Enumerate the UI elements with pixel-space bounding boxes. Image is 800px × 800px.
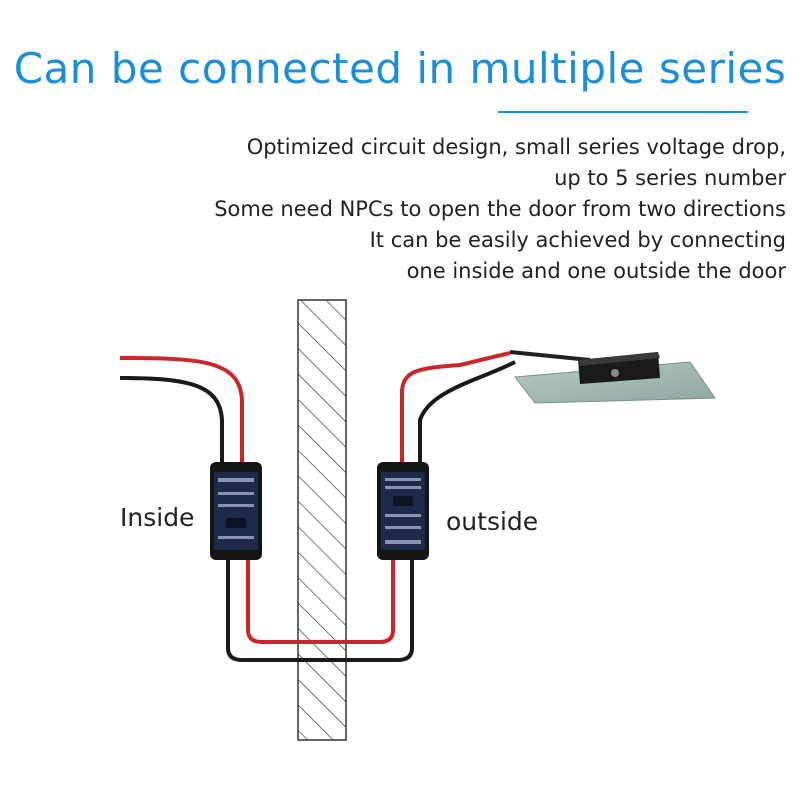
description-line: Optimized circuit design, small series v…	[246, 135, 786, 159]
outside-label: outside	[446, 507, 539, 536]
description-block: Optimized circuit design, small series v…	[214, 132, 786, 287]
description-line: Some need NPCs to open the door from two…	[214, 197, 786, 221]
page-title: Can be connected in multiple series	[13, 44, 787, 93]
inside-black-wire-in	[119, 376, 224, 465]
outside-red-wire-out	[400, 351, 511, 465]
lock-lead	[509, 350, 591, 362]
outside-module	[377, 462, 429, 560]
door-wall	[297, 299, 347, 741]
inside-red-wire-in	[119, 356, 244, 465]
description-line: It can be easily achieved by connecting	[369, 228, 786, 252]
title-underline	[498, 111, 748, 113]
link-red-wire	[246, 560, 395, 644]
inside-label: Inside	[120, 503, 195, 532]
outside-black-wire-out	[418, 360, 516, 465]
description-line: up to 5 series number	[554, 166, 786, 190]
description-line: one inside and one outside the door	[406, 259, 786, 283]
link-black-wire	[226, 560, 414, 662]
magnetic-lock	[514, 352, 716, 404]
inside-module	[210, 462, 262, 560]
